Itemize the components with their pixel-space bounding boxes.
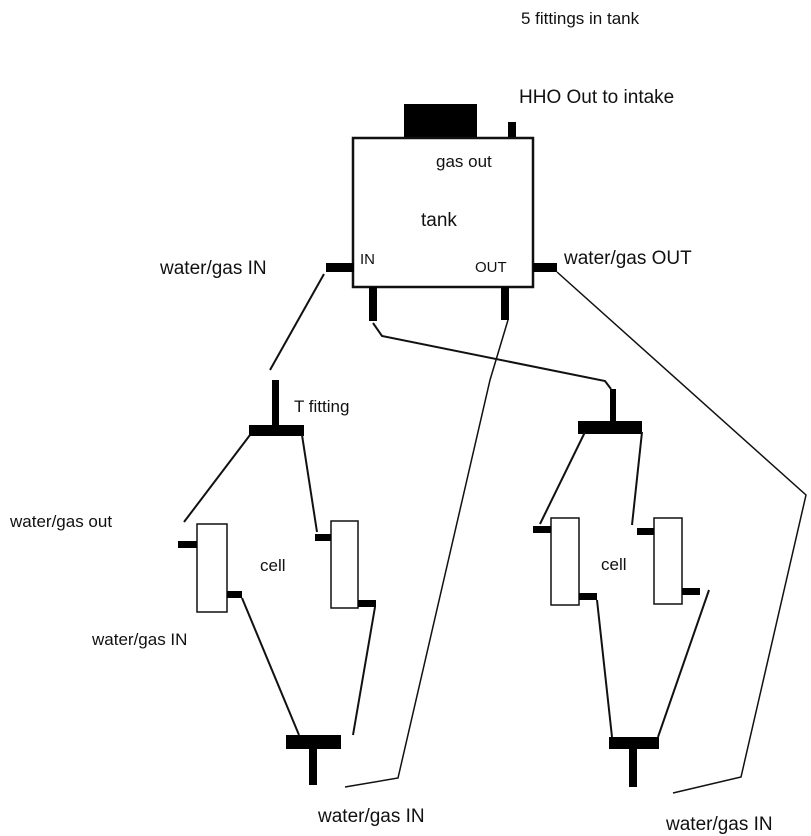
left-cell-b-port-bottom <box>358 600 376 607</box>
right-bottom-t-bar <box>609 737 659 749</box>
hose-right-cell-b-to-bottom-t <box>657 589 710 738</box>
hho-out-label: HHO Out to intake <box>519 87 674 108</box>
left-bottom-t-stem <box>309 749 317 785</box>
gas-out-label: gas out <box>436 152 492 171</box>
right-top-t-stem <box>610 389 616 422</box>
labels: 5 fittings in tank HHO Out to intake gas… <box>9 9 773 835</box>
tank-label: tank <box>421 210 457 231</box>
t-fitting-label: T fitting <box>294 397 349 416</box>
hose-left-cell-b-to-bottom-t <box>352 606 376 736</box>
hose-left-t-to-cell-a <box>183 434 251 523</box>
left-cell-b <box>330 520 359 609</box>
water-gas-in-cell-label: water/gas IN <box>91 630 187 649</box>
tank-bottom-fitting-left <box>369 287 377 321</box>
tank-out-label: OUT <box>475 259 507 276</box>
hoses <box>183 271 807 794</box>
right-bottom-t-stem <box>629 749 637 787</box>
hho-outlet-fitting <box>508 122 516 140</box>
hose-right-t-to-cell-a <box>539 431 586 525</box>
tank-out-fitting <box>533 263 557 272</box>
cell-right-label: cell <box>601 555 627 574</box>
right-cell-a-port-bottom <box>579 593 597 600</box>
left-top-t-bar <box>249 425 304 436</box>
hose-right-cell-a-to-bottom-t <box>596 599 613 738</box>
hose-tank-out-to-right-bottom <box>556 271 807 794</box>
water-gas-in-bottom-left-label: water/gas IN <box>317 806 425 827</box>
hose-left-t-to-cell-b <box>301 434 318 533</box>
right-cell-a <box>550 517 580 606</box>
tank-group <box>326 104 557 321</box>
water-gas-out-right-label: water/gas OUT <box>563 248 692 269</box>
right-cell-assembly <box>533 389 700 787</box>
tank-top-cap <box>404 104 477 138</box>
left-cell-a-port-top <box>178 541 197 548</box>
left-cell-a <box>196 523 228 613</box>
left-cell-assembly <box>178 380 376 785</box>
left-cell-a-port-bottom <box>227 591 242 598</box>
right-cell-b <box>653 517 683 605</box>
tank-in-label: IN <box>360 251 375 268</box>
left-bottom-t-bar <box>286 735 341 749</box>
hose-right-t-to-cell-b <box>631 431 643 526</box>
hose-left-bottom-t-return <box>344 319 509 788</box>
hose-left-cell-a-to-bottom-t <box>241 597 300 736</box>
tank-bottom-fitting-right <box>501 287 509 320</box>
water-gas-in-left-label: water/gas IN <box>159 258 267 279</box>
cell-left-label: cell <box>260 556 286 575</box>
tank-in-fitting <box>326 263 354 272</box>
left-cell-b-port-top <box>315 534 331 541</box>
tank-body <box>351 136 535 289</box>
hose-tank-left-to-right-t <box>372 322 612 390</box>
left-top-t-stem <box>272 380 279 426</box>
title-label: 5 fittings in tank <box>521 9 640 28</box>
water-gas-in-bottom-right-label: water/gas IN <box>665 814 773 835</box>
right-cell-b-port-top <box>637 528 654 535</box>
hose-tank-in-to-left-t <box>269 273 325 371</box>
right-top-t-bar <box>578 421 642 434</box>
water-gas-out-cell-label: water/gas out <box>9 512 112 531</box>
right-cell-a-port-top <box>533 526 551 533</box>
right-cell-b-port-bottom <box>682 588 700 595</box>
